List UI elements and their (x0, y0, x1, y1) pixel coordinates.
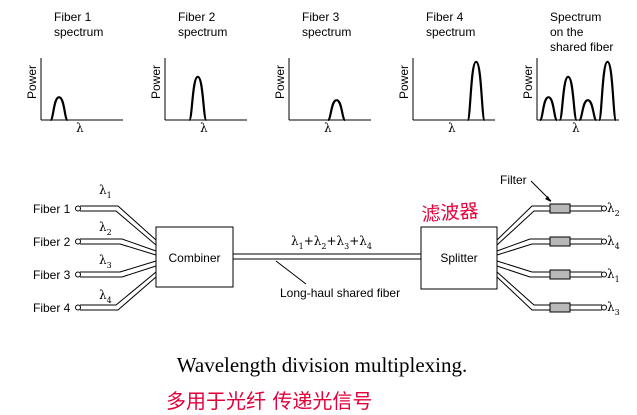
output-4-cable-a (496, 271, 550, 306)
spectrum-1-title-line-2: spectrum (54, 25, 103, 39)
caption: Wavelength division multiplexing. (177, 353, 468, 377)
fiber-3-cable-a (80, 260, 157, 273)
handwritten-filter-note: 滤波器 (421, 200, 479, 226)
input-wavelength-4: λ4 (99, 288, 112, 305)
spectrum-1-title-line-1: Fiber 1 (54, 10, 92, 24)
output-4-end (601, 304, 607, 311)
spectrum-2-x-label: λ (200, 121, 208, 135)
fiber-1-label: Fiber 1 (33, 202, 71, 216)
spectrum-5-x-label: λ (572, 121, 580, 135)
output-4-cable-b (496, 276, 550, 311)
input-fiber-ends (75, 205, 81, 311)
input-wavelength-2: λ2 (99, 220, 112, 237)
combiner-label: Combiner (168, 251, 220, 265)
output-wavelength-2: λ4 (607, 234, 620, 251)
output-1-cable-b (496, 210, 550, 246)
fiber-2-cable-b (80, 243, 157, 256)
output-2-cable-a (496, 238, 550, 252)
spectrum-5-y-label: Power (521, 65, 535, 99)
fiber-3-label: Fiber 3 (33, 268, 71, 282)
output-3-end (601, 271, 607, 278)
spectrum-4-x-label: λ (448, 121, 456, 135)
input-wavelength-1: λ1 (99, 183, 112, 200)
fiber-1-cable-b (80, 210, 157, 246)
spectrum-5-title-line-3: shared fiber (550, 40, 613, 54)
output-2-end (601, 238, 607, 245)
fiber-4-cable-b (80, 276, 157, 311)
spectrum-5-title-line-1: Spectrum (550, 10, 601, 24)
output-3-cable-a (496, 260, 550, 273)
spectrum-2-y-label: Power (149, 65, 163, 99)
input-cables (80, 205, 157, 311)
spectrum-4-title-line-2: spectrum (426, 25, 475, 39)
input-fibers: Fiber 1 Fiber 2 Fiber 3 Fiber 4 λ1 λ2 λ3… (33, 183, 112, 315)
spectrum-1-peak-1 (49, 96, 69, 122)
fiber-3-end (75, 271, 81, 278)
shared-fiber-label: Long-haul shared fiber (280, 286, 400, 300)
spectrum-4-title-line-1: Fiber 4 (426, 10, 464, 24)
spectrum-2-peak-1 (188, 75, 208, 122)
spectrum-5-peak-3 (578, 99, 598, 122)
shared-fiber (233, 253, 421, 285)
output-wavelength-4: λ3 (607, 300, 620, 317)
fiber-2-cable-a (80, 238, 157, 252)
spectrum-3-title-line-2: spectrum (302, 25, 351, 39)
fiber-2-label: Fiber 2 (33, 235, 71, 249)
spectrum-2-title-line-2: spectrum (178, 25, 227, 39)
output-1-end (601, 205, 607, 212)
spectrum-5-peak-2 (558, 75, 578, 122)
spectrum-5-title-line-2: on the (550, 25, 584, 39)
spectrum-1-x-label: λ (76, 121, 84, 135)
output-cables (496, 205, 602, 311)
spectrum-4-peak-1 (466, 60, 486, 122)
handwritten-bottom-note: 多用于光纤 传递光信号 (166, 389, 372, 413)
spectrum-5-peak-1 (538, 96, 559, 122)
spectrum-1-y-label: Power (25, 65, 39, 99)
filter-3 (549, 269, 571, 280)
combiner-box (155, 226, 234, 288)
fiber-4-label: Fiber 4 (33, 301, 71, 315)
fiber-1-end (75, 205, 81, 212)
filter-callout-arrowhead (545, 196, 551, 202)
input-wavelength-3: λ3 (99, 253, 112, 270)
combined-wavelengths-label: λ1+λ2+λ3+λ4 (291, 234, 372, 251)
fiber-2-end (75, 238, 81, 245)
spectrum-2-title-line-1: Fiber 2 (178, 10, 216, 24)
output-3-cable-b (496, 265, 550, 278)
fiber-4-end (75, 304, 81, 311)
spectrum-4-y-label: Power (397, 65, 411, 99)
filter-1 (549, 203, 571, 214)
spectrum-3-y-label: Power (273, 65, 287, 99)
filter-2 (549, 236, 571, 247)
output-1-cable-a (496, 205, 550, 241)
fiber-1-cable-a (80, 205, 157, 241)
spectrum-3-title-line-1: Fiber 3 (302, 10, 340, 24)
splitter-box (420, 226, 498, 290)
output-2-cable-b (496, 243, 550, 256)
output-fiber-ends (601, 205, 607, 311)
fiber-4-cable-a (80, 271, 157, 306)
fiber-3-cable-b (80, 265, 157, 278)
output-wavelength-3: λ1 (607, 267, 620, 284)
filter-4 (549, 302, 571, 313)
filters (549, 203, 571, 313)
spectrum-3-x-label: λ (324, 121, 332, 135)
spectrum-3-peak-1 (326, 99, 347, 122)
output-wavelength-1: λ2 (607, 201, 620, 218)
spectrum-5-peak-4 (597, 60, 618, 122)
splitter-label: Splitter (440, 251, 477, 265)
filter-label: Filter (500, 173, 527, 187)
shared-fiber-leader (275, 260, 307, 285)
